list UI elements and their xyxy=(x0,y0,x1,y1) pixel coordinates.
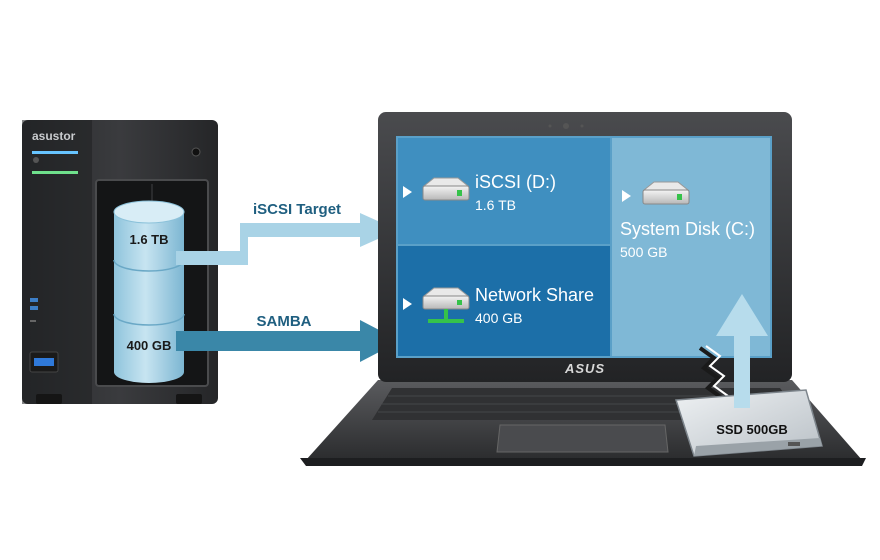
zigzag-connector-icon xyxy=(698,346,724,400)
ssd-drive: SSD 500GB xyxy=(674,294,823,457)
iscsi-target-label: iSCSI Target xyxy=(253,201,341,218)
expand-arrow-icon[interactable] xyxy=(403,186,412,198)
hard-drive-icon xyxy=(642,181,690,205)
usb-icon xyxy=(34,358,54,366)
nas-brand-logo: asustor xyxy=(32,129,76,143)
cylinder-top xyxy=(113,200,185,224)
expand-arrow-icon[interactable] xyxy=(403,298,412,310)
volume-stack: 1.6 TB 400 GB xyxy=(113,200,185,383)
drive-name-iscsi: iSCSI (D:) xyxy=(475,172,556,192)
network-led-icon xyxy=(30,306,38,310)
nas-power-led xyxy=(32,171,78,174)
ssd-arrow-shape xyxy=(716,294,768,408)
nas-status-led xyxy=(32,151,78,154)
drive-name-system: System Disk (C:) xyxy=(620,219,755,239)
network-drive-icon xyxy=(422,287,470,323)
power-button[interactable] xyxy=(191,147,201,157)
ssd-label: SSD 500GB xyxy=(716,422,788,437)
drive-name-network: Network Share xyxy=(475,285,594,305)
nas-foot xyxy=(176,394,202,404)
power-icon xyxy=(33,157,39,163)
volume-label-iscsi: 1.6 TB xyxy=(129,232,168,247)
cylinder-body xyxy=(114,212,184,383)
samba-arrow-shape xyxy=(176,320,400,362)
nas-device: asustor 1.6 TB 400 GB xyxy=(22,120,218,404)
volume-label-samba: 400 GB xyxy=(127,338,172,353)
drive-size-system: 500 GB xyxy=(620,244,667,260)
iscsi-arrow-shape xyxy=(176,213,398,265)
drive-size-network: 400 GB xyxy=(475,310,522,326)
samba-arrow: SAMBA xyxy=(176,313,400,362)
drive-size-iscsi: 1.6 TB xyxy=(475,197,516,213)
hard-drive-icon xyxy=(422,177,470,201)
expand-arrow-icon[interactable] xyxy=(622,190,631,202)
webcam-icon xyxy=(563,123,569,129)
touchpad xyxy=(496,424,669,453)
laptop-brand-logo: ASUS xyxy=(564,361,605,376)
iscsi-arrow: iSCSI Target xyxy=(176,201,398,265)
nas-foot xyxy=(36,394,62,404)
samba-label: SAMBA xyxy=(257,313,312,330)
network-led-icon xyxy=(30,298,38,302)
